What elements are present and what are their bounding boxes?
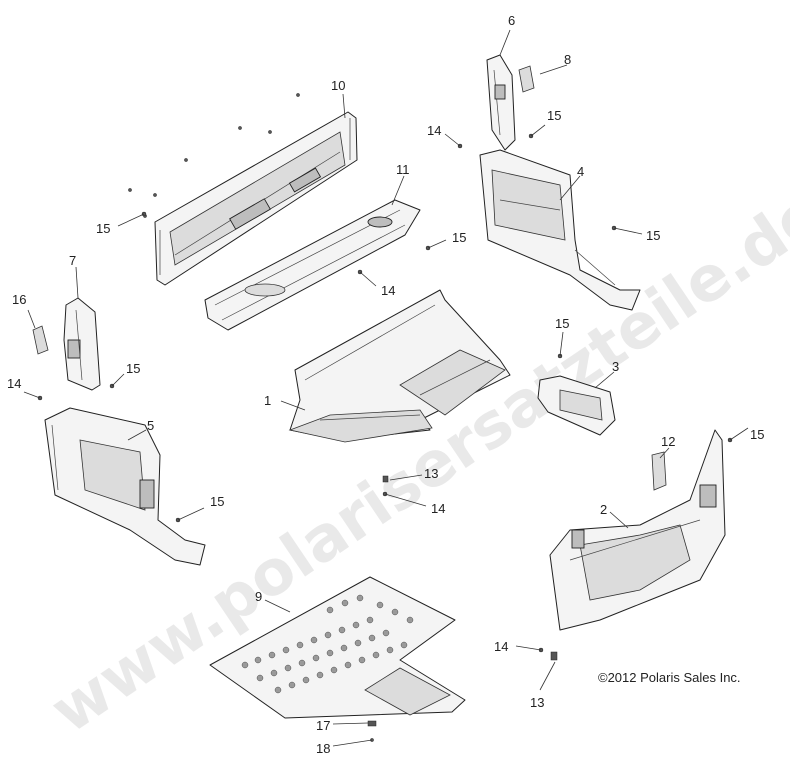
callout-15-right: 15 — [646, 228, 660, 243]
callout-14-mid: 14 — [381, 283, 395, 298]
part-9-floor-plate — [209, 576, 466, 719]
callout-7: 7 — [69, 253, 76, 268]
callout-16: 16 — [12, 292, 26, 307]
part-7-left-bracket — [63, 297, 101, 391]
callout-15-mid-left: 15 — [126, 361, 140, 376]
callout-3: 3 — [612, 359, 619, 374]
callout-18: 18 — [316, 741, 330, 756]
part-11-cross-member — [204, 199, 421, 331]
callout-6: 6 — [508, 13, 515, 28]
part-10-rear-panel — [154, 111, 358, 286]
part-6-upright-bracket — [486, 54, 516, 151]
callout-13-upper: 13 — [424, 466, 438, 481]
callout-14-lower: 14 — [494, 639, 508, 654]
part-1-floor-tub — [288, 289, 511, 443]
callout-8: 8 — [564, 52, 571, 67]
callout-10: 10 — [331, 78, 345, 93]
callouts: 1 2 3 4 5 6 7 8 9 10 11 12 13 13 14 14 1… — [7, 13, 764, 756]
callout-14-top: 14 — [427, 123, 441, 138]
callout-15-mid-right: 15 — [555, 316, 569, 331]
part-9-perforations — [241, 594, 414, 694]
callout-12: 12 — [661, 434, 675, 449]
callout-4: 4 — [577, 164, 584, 179]
part-16-clip — [32, 325, 49, 355]
callout-15-lower-left: 15 — [210, 494, 224, 509]
callout-13-lower: 13 — [530, 695, 544, 710]
part-5-side-panel — [44, 407, 206, 566]
callout-2: 2 — [600, 502, 607, 517]
callout-14-center: 14 — [431, 501, 445, 516]
part-12-clip — [651, 451, 667, 491]
part-3-housing — [537, 375, 616, 436]
callout-17: 17 — [316, 718, 330, 733]
callout-15-top: 15 — [547, 108, 561, 123]
callout-15-far-right: 15 — [750, 427, 764, 442]
callout-14-left: 14 — [7, 376, 21, 391]
copyright-notice: ©2012 Polaris Sales Inc. — [598, 670, 741, 685]
callout-15-center: 15 — [452, 230, 466, 245]
part-4-side-panel — [479, 149, 641, 311]
part-2-footwell-panel — [549, 429, 726, 631]
leader-lines — [23, 29, 749, 747]
callout-1: 1 — [264, 393, 271, 408]
callout-5: 5 — [147, 418, 154, 433]
part-8-clip — [518, 65, 535, 93]
callout-9: 9 — [255, 589, 262, 604]
callout-15-left: 15 — [96, 221, 110, 236]
callout-11: 11 — [396, 162, 410, 177]
